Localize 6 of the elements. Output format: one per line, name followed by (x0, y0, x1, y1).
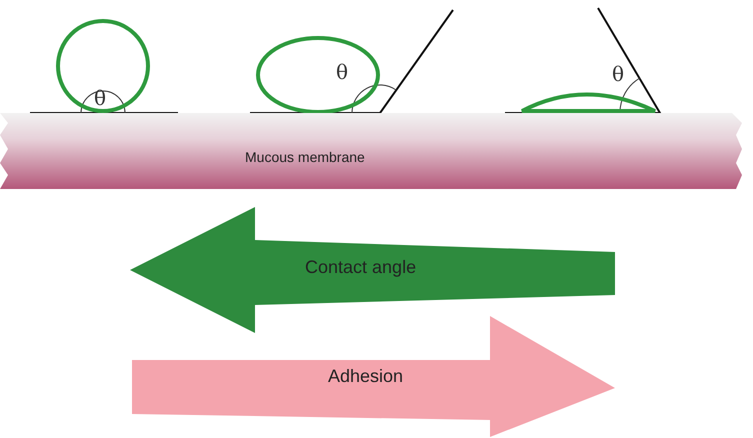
node-label: Mucous membrane (245, 149, 365, 165)
node-label: Adhesion (328, 366, 404, 387)
angle-label: θ (336, 60, 348, 84)
angle-label: θ (94, 86, 106, 110)
node-label: Contact angle (305, 257, 416, 278)
angle-label: θ (612, 62, 624, 86)
